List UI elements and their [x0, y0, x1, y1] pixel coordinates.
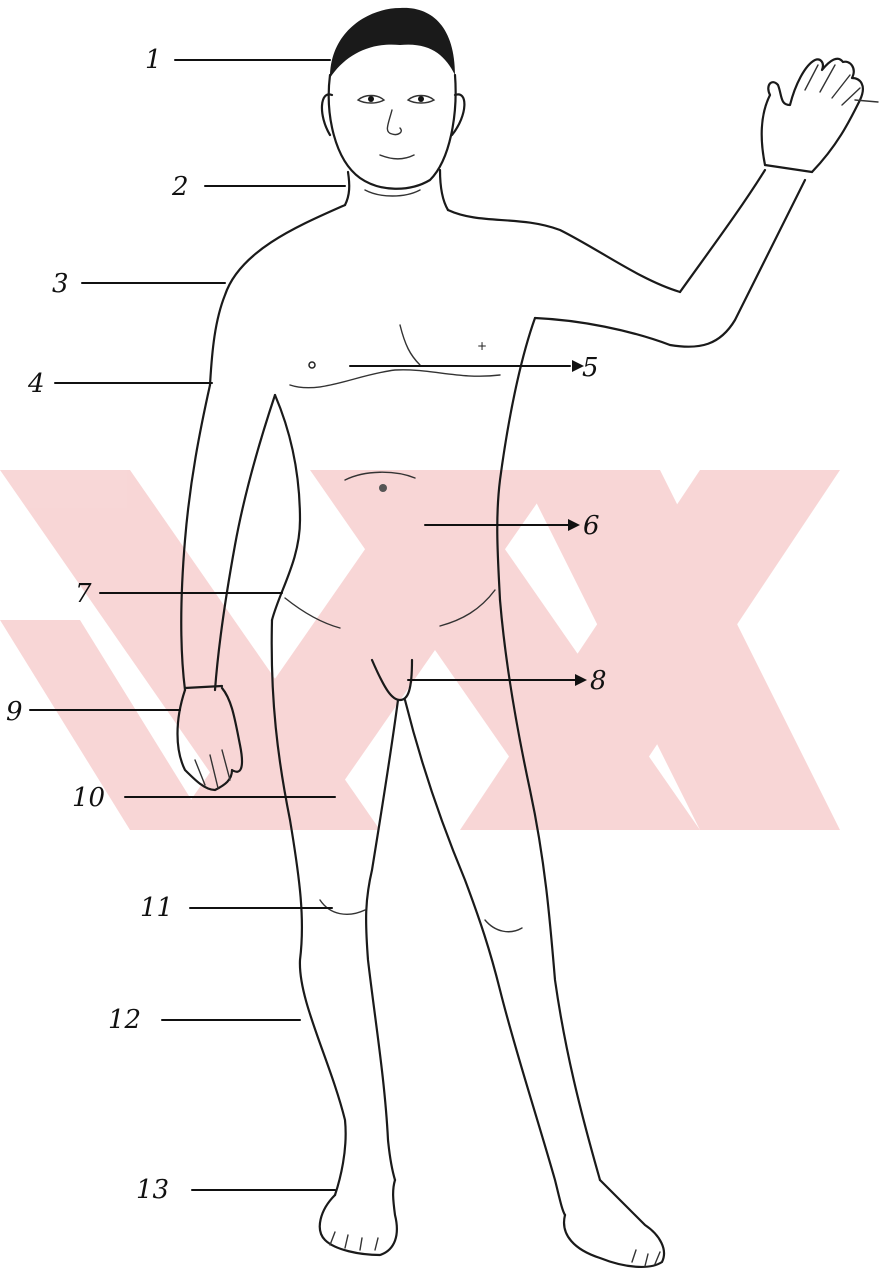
right-nipple: + [477, 339, 487, 353]
neck-right [440, 170, 448, 210]
left-leg-inner [366, 700, 398, 1180]
label-1: 1 [145, 45, 162, 75]
label-11: 11 [140, 893, 173, 923]
label-12: 12 [108, 1005, 141, 1035]
label-4: 4 [27, 369, 45, 399]
sternum-line [400, 325, 420, 365]
right-knee [485, 920, 522, 932]
right-upper-arm-top [680, 170, 765, 292]
right-toes [632, 1250, 660, 1266]
right-upper-arm-bottom [535, 180, 805, 347]
torso-left [272, 395, 300, 620]
left-shoulder [210, 205, 345, 385]
nose [387, 110, 401, 135]
hair [330, 8, 455, 78]
right-shoulder [448, 210, 680, 292]
collar [365, 190, 420, 196]
label-2: 2 [171, 172, 189, 202]
mouth [380, 155, 414, 159]
label-9: 9 [6, 697, 23, 727]
navel [379, 484, 387, 492]
right-fingers [805, 65, 878, 105]
label-6: 6 [583, 511, 600, 541]
label-13: 13 [136, 1175, 169, 1205]
right-foot [564, 1180, 664, 1267]
left-nipple [309, 362, 315, 368]
label-10: 10 [72, 783, 105, 813]
label-3: 3 [52, 269, 69, 299]
right-pupil [418, 96, 424, 102]
left-foot [320, 1180, 397, 1255]
right-wrist [765, 165, 812, 172]
label-7: 7 [75, 579, 92, 609]
chest-pecs [290, 370, 500, 388]
left-pupil [368, 96, 374, 102]
neck-left [345, 172, 349, 205]
label-5: 5 [582, 353, 599, 383]
label-8: 8 [590, 666, 607, 696]
watermark-logo [0, 470, 840, 830]
